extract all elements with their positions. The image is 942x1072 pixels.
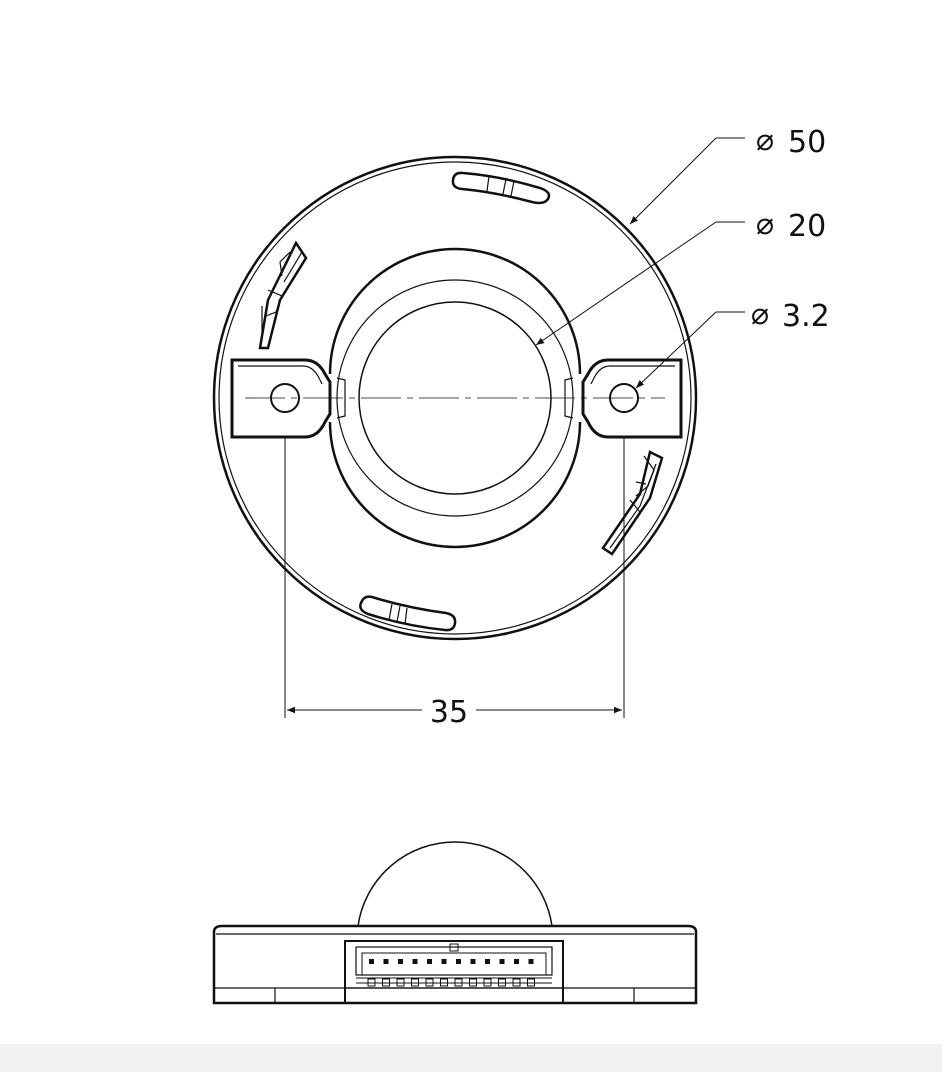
hole-diameter-symbol: ⌀	[751, 297, 769, 332]
connector-pin	[485, 959, 490, 964]
connector-contact	[469, 978, 477, 987]
connector-contact	[440, 978, 448, 987]
hole-diameter-value: 3.2	[782, 299, 830, 334]
left-mounting-ear	[230, 358, 332, 439]
connector-pin	[499, 959, 505, 964]
outer-body-inner-edge	[218, 161, 692, 635]
connector-contact	[454, 978, 463, 987]
connector-contact	[411, 978, 419, 987]
footer-bar	[0, 1044, 942, 1072]
connector-pin	[514, 959, 519, 964]
connector-contact	[512, 978, 521, 987]
right-mounting-ear-inner	[590, 365, 675, 385]
connector-contact-row	[367, 978, 535, 987]
top-slot	[451, 171, 551, 205]
bottom-slot	[359, 595, 457, 632]
lens-housing-ring	[328, 247, 582, 549]
side-view	[212, 841, 698, 1005]
right-snap-clip	[601, 450, 664, 556]
outer-diameter-value: 50	[788, 125, 826, 160]
left-snap-clip	[258, 240, 308, 350]
lens-diameter-value: 20	[788, 209, 826, 244]
connector-pin	[441, 959, 447, 964]
lens-notch-right	[564, 377, 574, 419]
connector-pin-row	[369, 959, 534, 964]
outer-body-circle	[212, 155, 698, 641]
connector-pin	[528, 959, 534, 964]
lens-diameter-symbol: ⌀	[756, 207, 774, 242]
lens-notch-left	[336, 377, 346, 419]
connector-contact	[483, 978, 492, 987]
connector-pin	[412, 959, 418, 964]
connector-pin	[470, 959, 476, 964]
side-connector	[344, 940, 564, 1004]
connector-contact	[382, 978, 390, 987]
top-view	[212, 137, 745, 718]
connector-pin	[456, 959, 461, 964]
connector-pin	[398, 959, 403, 964]
technical-drawing: ⌀ 50 ⌀ 20 ⌀ 3.2 35	[212, 123, 830, 1005]
hole-spacing-value: 35	[430, 695, 468, 730]
outer-diameter-symbol: ⌀	[756, 123, 774, 158]
lens-housing-inner	[336, 279, 574, 517]
connector-pin	[369, 959, 374, 964]
connector-contact	[396, 978, 405, 987]
connector-pin	[383, 959, 389, 964]
connector-contact	[425, 978, 434, 987]
side-body-outline	[212, 924, 698, 1005]
right-mounting-ear	[581, 358, 683, 439]
connector-contact	[527, 978, 535, 987]
lens-circle	[358, 301, 552, 495]
left-mounting-ear-inner	[238, 365, 323, 385]
connector-contact	[498, 978, 506, 987]
side-dome	[357, 841, 553, 927]
connector-pin	[427, 959, 432, 964]
connector-contact	[367, 978, 376, 987]
